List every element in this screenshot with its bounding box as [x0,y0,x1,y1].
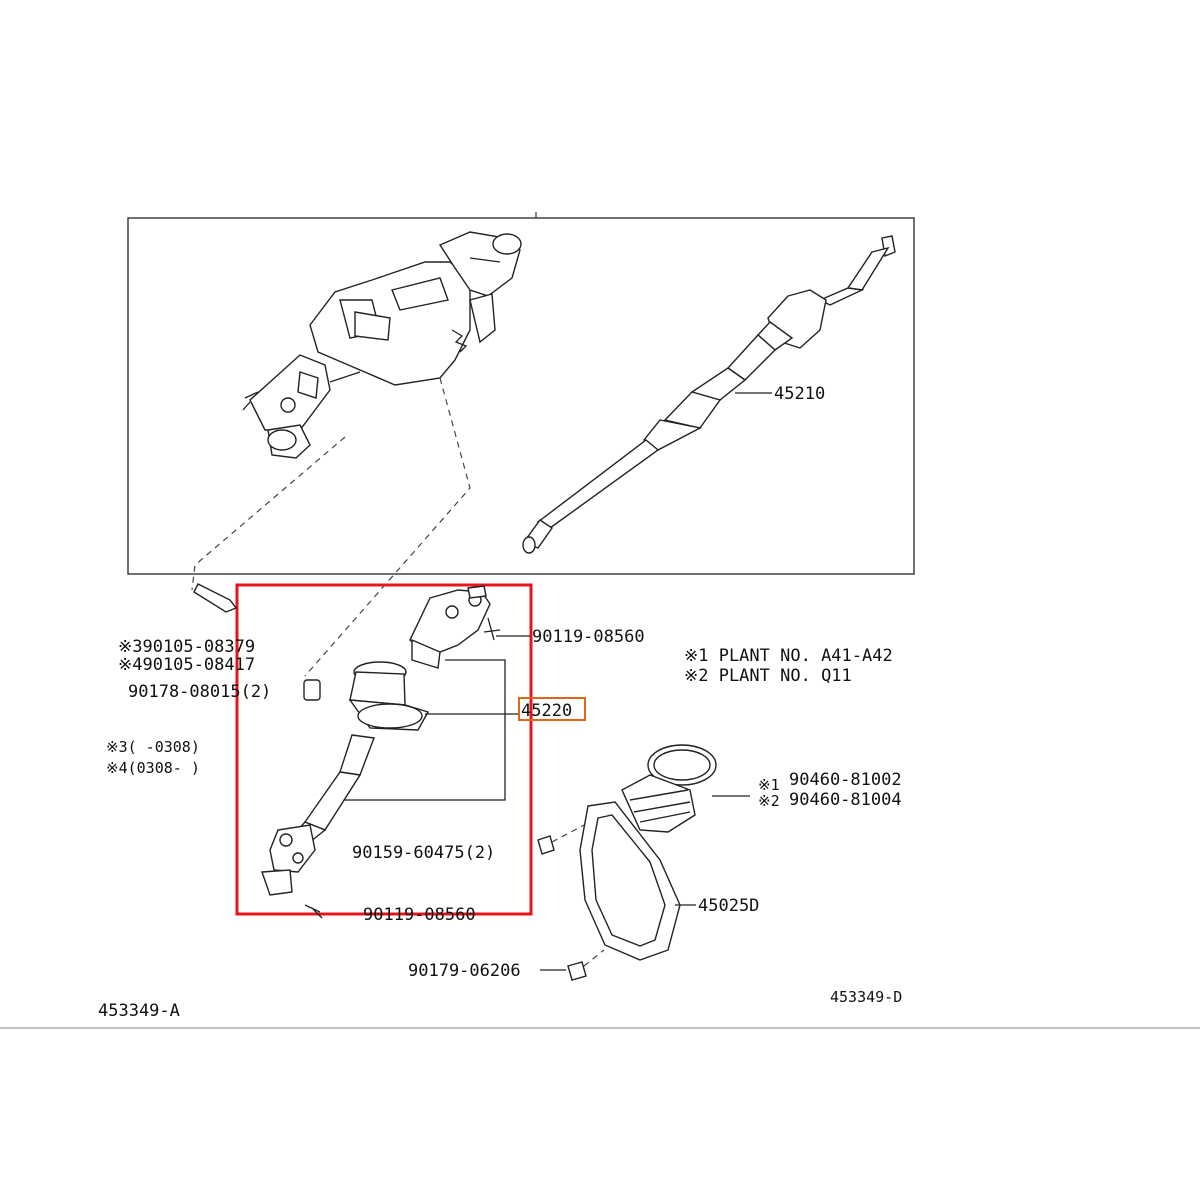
label-box-45220 [518,697,586,721]
clamp-ring-inner [653,749,711,781]
column-assembly-frame [127,217,915,575]
shaft-boot-seal [348,661,430,731]
bolt-90159 [537,835,555,855]
upper-universal-joint [409,585,491,669]
label-90460-b: 90460-81004 [789,790,902,810]
label-45220: 45220 [521,701,572,721]
dash-90159 [551,821,591,843]
highlight-box-45220 [235,583,533,916]
mark-2: ※2 [758,792,780,810]
label-90105-a: ※390105-08379 [118,637,255,657]
figure-id-a: 453349-A [98,1001,180,1021]
bracket-45220 [340,659,506,801]
label-90179: 90179-06206 [408,961,521,981]
label-90159: 90159-60475(2) [352,843,495,863]
mark-1: ※1 [758,776,780,794]
steering-column-housing [242,231,522,459]
label-90119-bottom: 90119-08560 [363,905,476,925]
bolt-90119-top [483,617,501,641]
dash-leader-1 [191,436,346,591]
label-45210: 45210 [774,384,825,404]
lower-shaft [261,734,375,896]
note-4: ※4(0308- ) [106,759,200,777]
nut-90179 [567,961,587,981]
dust-boot-cover-45025D [579,774,696,961]
nut-90178 [303,679,321,701]
bolt-90105 [193,583,238,613]
label-45025D: 45025D [698,896,759,916]
label-90119-top: 90119-08560 [532,627,645,647]
label-90105-b: ※490105-08417 [118,655,255,675]
plant-note-2: ※2 PLANT NO. Q11 [684,666,852,686]
label-90460-a: 90460-81002 [789,770,902,790]
figure-id-d: 453349-D [830,988,902,1006]
plant-note-1: ※1 PLANT NO. A41-A42 [684,646,893,666]
note-3: ※3( -0308) [106,738,200,756]
dash-leader-2 [304,377,471,677]
intermediate-shaft-45210 [522,235,896,554]
label-90178: 90178-08015(2) [128,682,271,702]
bolt-90119-bottom [304,904,323,919]
dash-90179 [583,949,605,967]
